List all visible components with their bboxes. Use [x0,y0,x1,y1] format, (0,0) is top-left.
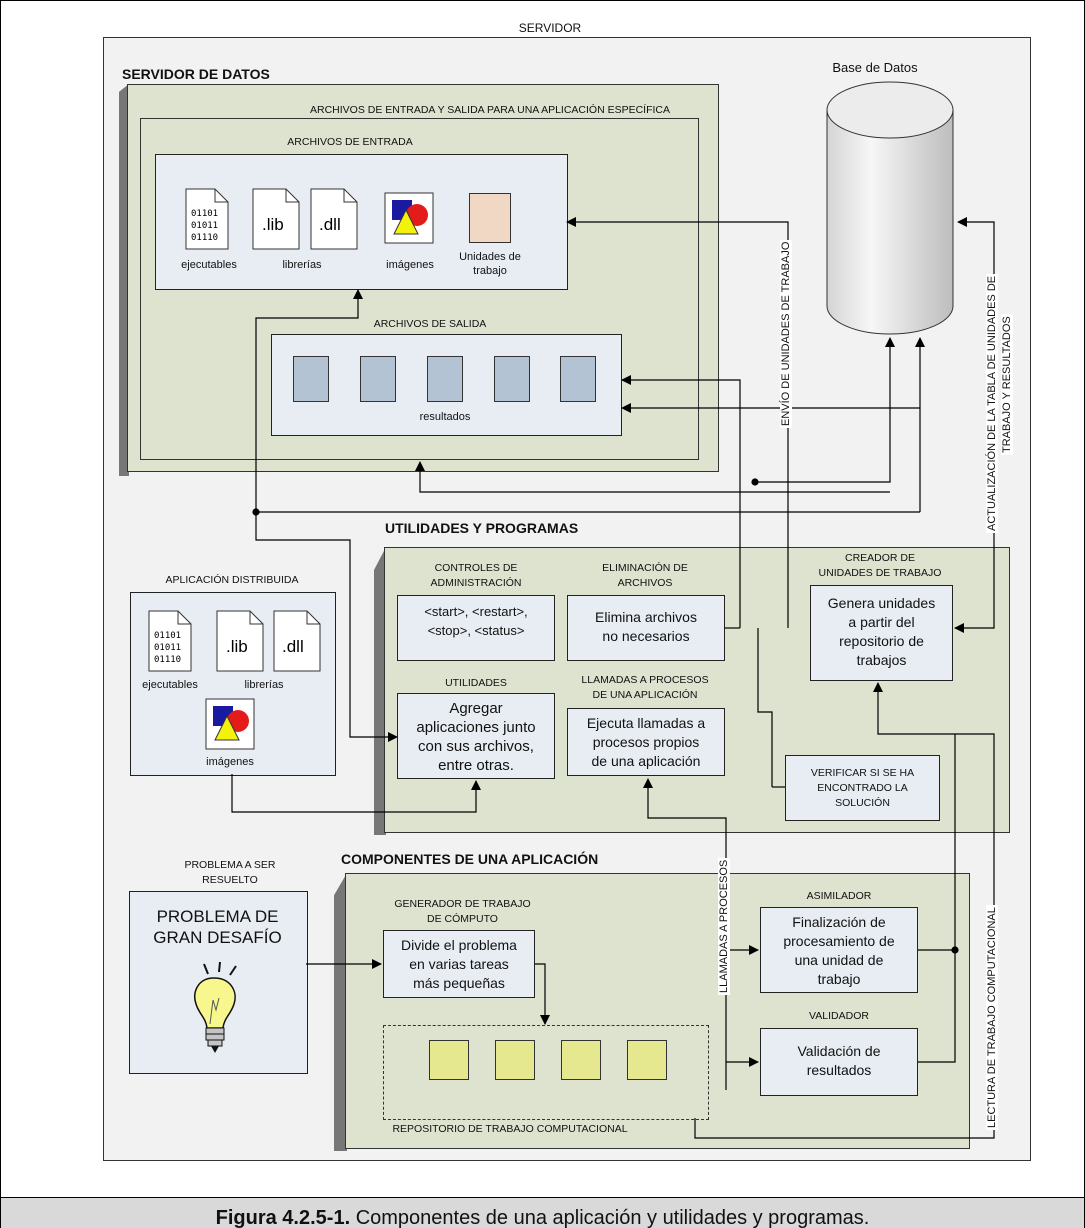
generator-title: GENERADOR DE TRABAJO DE CÓMPUTO [394,898,531,925]
dist-app-arrow [231,774,481,813]
dist-libraries-label: librerías [244,679,284,691]
generator-repo-arrow [535,963,550,1025]
assimilator-title: ASIMILADOR [806,890,872,902]
admin-controls-title: CONTROLES DE ADMINISTRACIÓN [430,562,522,589]
generator-box: Divide el problema en varias tareas más … [383,930,535,998]
utilities-link [255,512,398,742]
creator-box: Genera unidades a partir del repositorio… [810,585,953,681]
lib-file-icon: .lib [252,188,300,250]
input-libraries-label: librerías [282,259,322,271]
delete-files-box: Elimina archivos no necesarios [567,595,725,661]
input-images-label: imágenes [386,259,434,271]
svg-text:01110: 01110 [154,655,181,665]
result-file-5 [560,356,596,402]
process-calls-vlabel: LLAMADAS A PROCESOS [718,857,730,995]
io-files-title: ARCHIVOS DE ENTRADA Y SALIDA PARA UNA AP… [309,104,671,116]
assimilator-box: Finalización de procesamiento de una uni… [760,907,918,993]
update-table-vlabel-2: TRABAJO Y RESULTADOS [1001,314,1013,455]
left-loop-line [255,289,363,512]
repo-task-3 [561,1040,601,1080]
database-icon [826,81,954,335]
components-shadow [334,873,347,1151]
read-work-line [873,682,995,840]
repo-task-4 [627,1040,667,1080]
problem-label: PROBLEMA A SER RESUELTO [184,859,276,886]
svg-text:01101: 01101 [191,209,218,219]
dist-executables-label: ejecutables [142,679,198,691]
problem-text: PROBLEMA DE GRAN DESAFÍO [153,907,282,947]
svg-text:.lib: .lib [226,637,248,656]
db-arrow-1 [755,337,895,483]
result-file-4 [494,356,530,402]
result-file-1 [293,356,329,402]
io-files-frame [140,118,699,460]
input-files-title: ARCHIVOS DE ENTRADA [287,136,413,148]
svg-text:01011: 01011 [191,221,218,231]
images-icon [384,192,434,244]
database-label: Base de Datos [832,60,918,75]
repository-label: REPOSITORIO DE TRABAJO COMPUTACIONAL [392,1123,628,1135]
results-label: resultados [419,411,471,423]
dist-images-icon [205,698,255,750]
distributed-app-title: APLICACIÓN DISTRIBUIDA [165,574,299,586]
process-calls-title: LLAMADAS A PROCESOS DE UNA APLICACIÓN [581,674,709,701]
validator-box: Validación de resultados [760,1028,918,1096]
data-server-title: SERVIDOR DE DATOS [122,66,270,82]
result-file-3 [427,356,463,402]
process-calls-line [643,778,727,1090]
lightbulb-icon [194,961,237,1053]
dist-lib-file-icon: .lib [216,610,264,672]
delete-files-title: ELIMINACIÓN DE ARCHIVOS [602,562,688,589]
verify-solution-box: VERIFICAR SI SE HA ENCONTRADO LA SOLUCIÓ… [785,755,940,821]
dist-dll-file-icon: .dll [273,610,321,672]
utilities-title: UTILIDADES Y PROGRAMAS [385,520,579,536]
repo-task-1 [429,1040,469,1080]
work-unit-icon [469,193,511,243]
admin-controls-box: <start>, <restart>, <stop>, <status> [397,595,555,661]
result-file-2 [360,356,396,402]
work-units-label: Unidades de trabajo [459,251,521,277]
utilities-shadow [374,547,386,835]
read-work-vlabel: LECTURA DE TRABAJO COMPUTACIONAL [986,905,998,1130]
assim-val-connector [918,949,956,1063]
dist-images-label: imágenes [206,756,254,768]
utilities-box: Agregar aplicaciones junto con sus archi… [397,693,555,779]
output-files-title: ARCHIVOS DE SALIDA [373,318,487,330]
svg-text:.dll: .dll [282,637,304,656]
update-table-vlabel-1: ACTUALIZACIÓN DE LA TABLA DE UNIDADES DE [986,273,998,533]
utilities-box-title: UTILIDADES [445,677,507,689]
send-units-line [566,217,789,628]
dll-file-icon: .dll [310,188,358,250]
process-calls-box: Ejecuta llamadas a procesos propios de u… [567,708,725,776]
caption-text: Componentes de una aplicación y utilidad… [350,1207,870,1228]
figure-caption: Figura 4.2.5-1. Componentes de una aplic… [1,1197,1084,1228]
creator-title: CREADOR DE UNIDADES DE TRABAJO [818,552,942,579]
validator-title: VALIDADOR [809,1010,869,1022]
svg-text:01110: 01110 [191,233,218,243]
svg-text:.dll: .dll [319,215,341,234]
caption-number: Figura 4.2.5-1. [215,1207,351,1228]
input-executables-label: ejecutables [181,259,237,271]
svg-text:01011: 01011 [154,643,181,653]
verify-line [757,628,773,787]
dist-executable-file-icon: 01101 01011 01110 [148,610,192,672]
components-title: COMPONENTES DE UNA APLICACIÓN [341,851,599,867]
read-work-line-2 [694,840,995,1139]
svg-text:.lib: .lib [262,215,284,234]
io-bottom-arrow [415,461,890,493]
repo-task-2 [495,1040,535,1080]
send-units-vlabel: ENVÍO DE UNIDADES DE TRABAJO [780,239,792,428]
repository-box [383,1025,709,1120]
update-table-line-2 [954,520,995,633]
executable-file-icon: 01101 01011 01110 [185,188,229,250]
svg-text:01101: 01101 [154,631,181,641]
results-arrow-1 [621,375,741,628]
data-server-shadow [119,84,129,476]
server-title: SERVIDOR [518,21,582,35]
